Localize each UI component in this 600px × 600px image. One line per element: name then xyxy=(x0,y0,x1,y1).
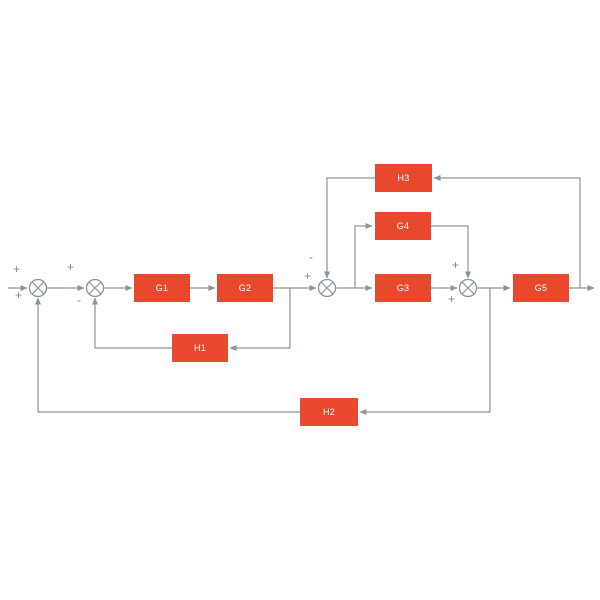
sign-j3-top: - xyxy=(309,250,313,264)
block-h3[interactable]: H3 xyxy=(375,164,432,192)
sign-j4-bottom: + xyxy=(448,292,456,306)
connector-h2-to-j1 xyxy=(35,297,300,413)
connector-takeoff-to-h3 xyxy=(433,175,581,288)
connector-h3-to-j3 xyxy=(324,177,375,279)
connector-g4-to-j4 xyxy=(431,225,471,279)
summing-junction-4[interactable] xyxy=(458,278,478,298)
block-g4[interactable]: G4 xyxy=(375,212,431,240)
connector-takeoff-to-h1 xyxy=(229,288,291,351)
sign-j4-top: + xyxy=(452,258,460,272)
sign-j3-left: + xyxy=(304,269,312,283)
block-g5[interactable]: G5 xyxy=(513,274,569,302)
connector-takeoff-to-h2 xyxy=(359,288,491,415)
sign-j2-top: + xyxy=(67,260,75,274)
summing-junction-3[interactable] xyxy=(317,278,337,298)
sign-j2-bottom: - xyxy=(77,293,81,307)
block-g2[interactable]: G2 xyxy=(217,274,273,302)
block-h2[interactable]: H2 xyxy=(300,398,358,426)
block-h1[interactable]: H1 xyxy=(172,334,228,362)
summing-junction-1[interactable] xyxy=(28,278,48,298)
connector-h1-to-j2 xyxy=(92,297,172,349)
connector-branch-to-g4 xyxy=(354,223,373,288)
block-g1[interactable]: G1 xyxy=(134,274,190,302)
block-g3[interactable]: G3 xyxy=(375,274,431,302)
sign-j1-top: + xyxy=(13,262,21,276)
sign-j1-bottom: + xyxy=(15,288,23,302)
summing-junction-2[interactable] xyxy=(85,278,105,298)
